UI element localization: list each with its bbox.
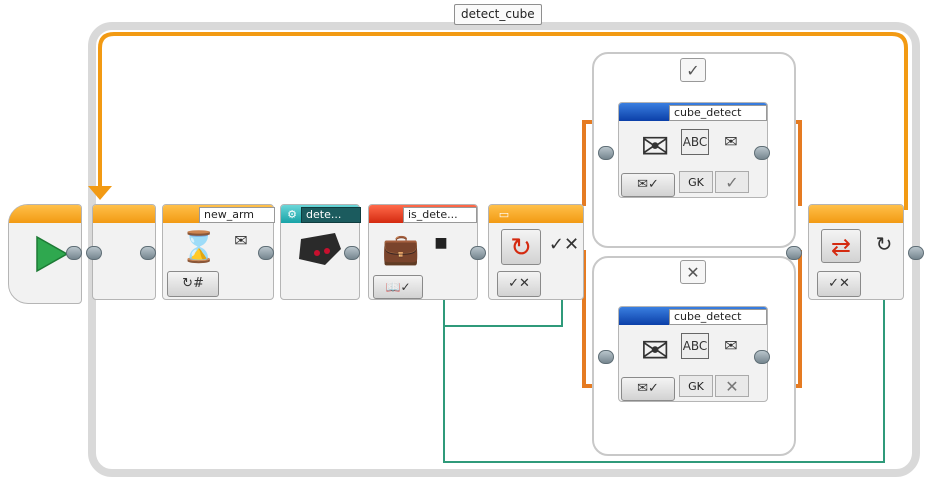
send-envelope-icon: ✉ — [640, 127, 670, 167]
wait-mode-selector[interactable]: ↻# — [167, 271, 219, 297]
repeat-icon: ↻ — [875, 232, 893, 256]
send-logic-icon: ✉✓ — [637, 381, 659, 396]
refresh-hash-icon: ↻# — [182, 276, 204, 291]
case-true-tab[interactable]: ✓ — [680, 58, 706, 82]
send-false-value[interactable]: ✕ — [715, 375, 749, 397]
variable-mode-selector[interactable]: 📖✓ — [373, 275, 423, 299]
hourglass-icon: ⌛ — [180, 229, 218, 265]
gear-icon: ⚙ — [287, 207, 297, 221]
send-true-mode-selector[interactable]: ✉✓ — [621, 173, 675, 197]
send-false-field[interactable]: GK — [679, 375, 713, 397]
send-false-title[interactable]: cube_detect — [669, 309, 767, 325]
loop-name[interactable]: detect_cube — [454, 4, 542, 25]
switch-start-block[interactable]: ▭ ↻ ✓✕ ✓✕ — [488, 204, 584, 300]
message-icon: ✉ — [724, 131, 738, 151]
text-type-icon: ABC — [681, 333, 709, 359]
send-false-output-port[interactable] — [754, 350, 770, 364]
sensor-output-port[interactable] — [344, 246, 360, 260]
send-true-field[interactable]: GK — [679, 171, 713, 193]
logic-icon: ✓✕ — [548, 233, 580, 255]
variable-output-port[interactable] — [470, 246, 486, 260]
briefcase-icon: 💼 — [382, 231, 420, 267]
send-envelope-icon: ✉ — [640, 331, 670, 371]
variable-block[interactable]: is_dete... 💼 ■ 📖✓ — [368, 204, 478, 300]
switch-view-icon[interactable]: ▭ — [498, 207, 510, 221]
send-logic-icon: ✉✓ — [637, 177, 659, 192]
switch-start-header — [489, 205, 583, 223]
sensor-title[interactable]: dete... — [301, 207, 361, 223]
read-logic-icon: 📖✓ — [385, 280, 411, 294]
variable-title[interactable]: is_dete... — [403, 207, 477, 223]
logic-mode-icon: ✓✕ — [508, 276, 530, 291]
wait-message-title[interactable]: new_arm — [199, 207, 275, 223]
wait-output-port[interactable] — [258, 246, 274, 260]
start-block-header — [9, 205, 81, 223]
sensor-icon — [299, 233, 341, 265]
send-message-true-block[interactable]: cube_detect ✉ ABC ✉ ✉✓ GK ✓ — [618, 102, 768, 198]
loop-end-header — [809, 205, 903, 223]
loop-end-block[interactable]: ⇄ ↻ ✓✕ — [808, 204, 904, 300]
send-false-mode-selector[interactable]: ✉✓ — [621, 377, 675, 401]
switch-mode-selector[interactable]: ✓✕ — [497, 271, 541, 297]
loop-icon: ⇄ — [821, 229, 861, 263]
loop-start-header — [93, 205, 155, 223]
envelope-icon: ✉ — [234, 230, 248, 250]
wait-message-block[interactable]: new_arm ⌛ ✉ ↻# — [162, 204, 275, 300]
text-type-icon: ABC — [681, 129, 709, 155]
switch-icon: ↻ — [501, 229, 541, 265]
loop-end-output-port[interactable] — [908, 246, 924, 260]
loop-output-port[interactable] — [140, 246, 156, 260]
play-icon — [36, 235, 69, 273]
small-briefcase-icon: ■ — [434, 235, 448, 251]
case-false-tab[interactable]: ✕ — [680, 260, 706, 284]
send-message-false-block[interactable]: cube_detect ✉ ABC ✉ ✉✓ GK ✕ — [618, 306, 768, 402]
message-icon: ✉ — [724, 335, 738, 355]
send-false-input-port[interactable] — [598, 350, 614, 364]
send-true-input-port[interactable] — [598, 146, 614, 160]
send-true-title[interactable]: cube_detect — [669, 105, 767, 121]
loop-mode-selector[interactable]: ✓✕ — [817, 271, 861, 297]
logic-mode-icon: ✓✕ — [828, 276, 850, 291]
send-true-output-port[interactable] — [754, 146, 770, 160]
loop-input-port[interactable] — [86, 246, 102, 260]
start-output-port[interactable] — [66, 246, 82, 260]
send-true-value[interactable]: ✓ — [715, 171, 749, 193]
switch-output-port[interactable] — [786, 246, 802, 260]
